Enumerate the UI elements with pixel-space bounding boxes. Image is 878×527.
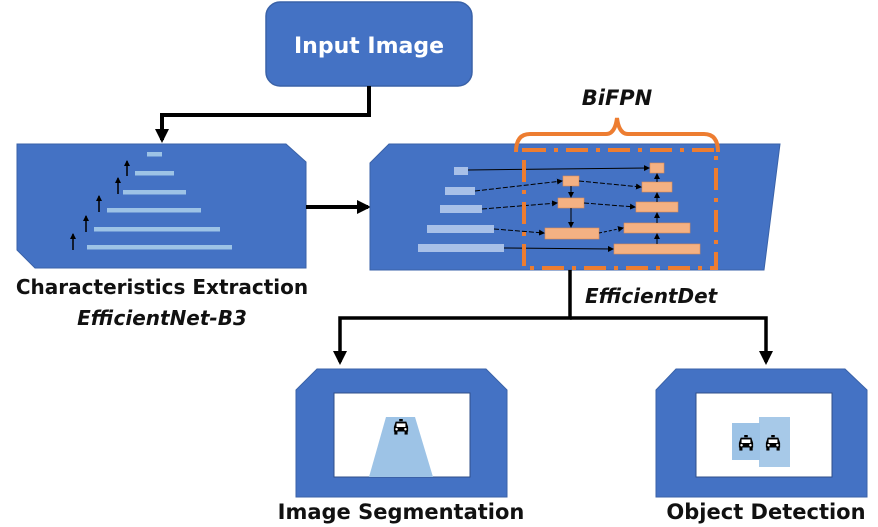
bifpn-mid-node-1 <box>562 175 580 187</box>
segmentation-node <box>295 368 508 498</box>
detection-label: Object Detection <box>666 500 865 524</box>
bifpn-input-5 <box>418 244 504 252</box>
feature-level-3 <box>123 190 186 195</box>
edge-input-to-backbone <box>155 86 371 143</box>
bifpn-out-node-5 <box>613 243 701 255</box>
efficientdet-label: EfficientDet <box>585 284 719 308</box>
edge-bifpn-to-detection <box>570 316 773 365</box>
bifpn-input-1 <box>454 167 468 175</box>
edge-bifpn-to-segmentation <box>333 270 572 365</box>
input-image-node: Input Image <box>265 1 473 87</box>
feature-level-1 <box>147 152 162 157</box>
bifpn-label: BiFPN <box>582 86 653 110</box>
bifpn-out-node-2 <box>641 181 673 193</box>
bifpn-input-4 <box>427 225 494 233</box>
backbone-sublabel: EfficientNet-B3 <box>77 306 247 330</box>
bifpn-frame <box>522 148 718 270</box>
bifpn-input-2 <box>445 187 475 195</box>
backbone-label: Characteristics Extraction <box>16 275 308 299</box>
feature-pyramid <box>70 152 232 250</box>
detection-node <box>655 368 868 498</box>
bifpn-mid-node-2 <box>557 197 585 209</box>
road-mask <box>369 417 433 477</box>
feature-level-5 <box>94 227 220 232</box>
bifpn-input-3 <box>440 205 482 213</box>
feature-level-4 <box>107 208 201 213</box>
efficientdet-node <box>369 143 781 271</box>
input-image-label: Input Image <box>294 34 444 59</box>
bifpn-out-node-4 <box>623 222 691 234</box>
bifpn-mid-node-3 <box>544 227 600 240</box>
bifpn-brace <box>514 117 720 153</box>
feature-level-2 <box>135 171 174 176</box>
bifpn-out-node-3 <box>635 201 679 213</box>
backbone-node <box>16 143 307 269</box>
bifpn-out-node-1 <box>649 162 665 174</box>
feature-level-6 <box>87 245 232 250</box>
segmentation-label: Image Segmentation <box>278 500 525 524</box>
